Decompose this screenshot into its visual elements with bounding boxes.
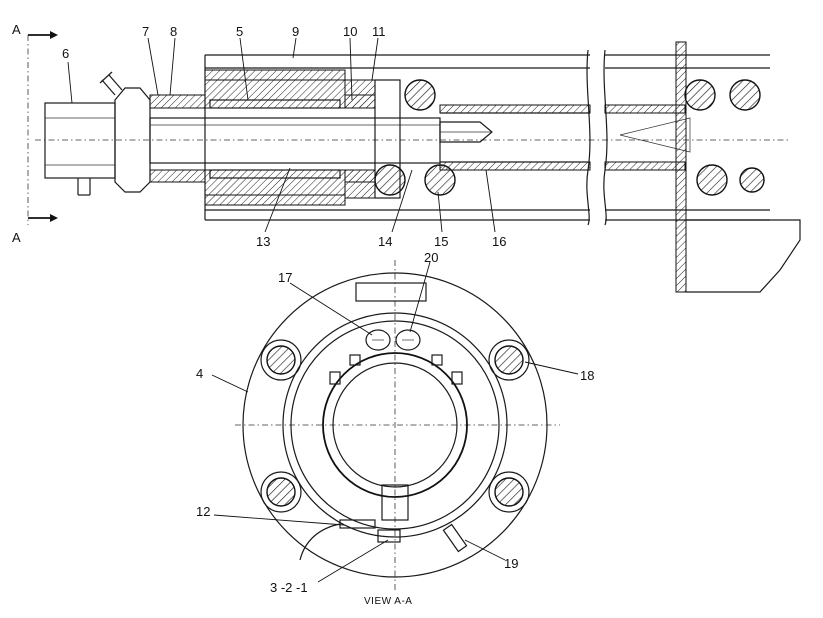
callout-9: 9	[292, 24, 299, 39]
callout-12: 12	[196, 504, 210, 519]
callout-17: 17	[278, 270, 292, 285]
callout-10: 10	[343, 24, 357, 39]
section-label-top: A	[12, 22, 21, 37]
view-a-a	[235, 260, 560, 590]
callout-18: 18	[580, 368, 594, 383]
callout-7: 7	[142, 24, 149, 39]
section-view	[35, 41, 801, 293]
callout-5: 5	[236, 24, 243, 39]
callout-20: 20	[424, 250, 438, 265]
callout-8: 8	[170, 24, 177, 39]
callout-3-2-1: 3 -2 -1	[270, 580, 308, 595]
view-caption: VIEW A-A	[364, 596, 412, 607]
section-line-a-a	[27, 31, 58, 225]
callout-4: 4	[196, 366, 203, 381]
section-label-bottom: A	[12, 230, 21, 245]
callout-15: 15	[434, 234, 448, 249]
callout-19: 19	[504, 556, 518, 571]
leader-lines	[67, 37, 579, 583]
callout-13: 13	[256, 234, 270, 249]
callout-14: 14	[378, 234, 392, 249]
callout-6: 6	[62, 46, 69, 61]
callout-16: 16	[492, 234, 506, 249]
callout-11: 11	[372, 24, 386, 39]
